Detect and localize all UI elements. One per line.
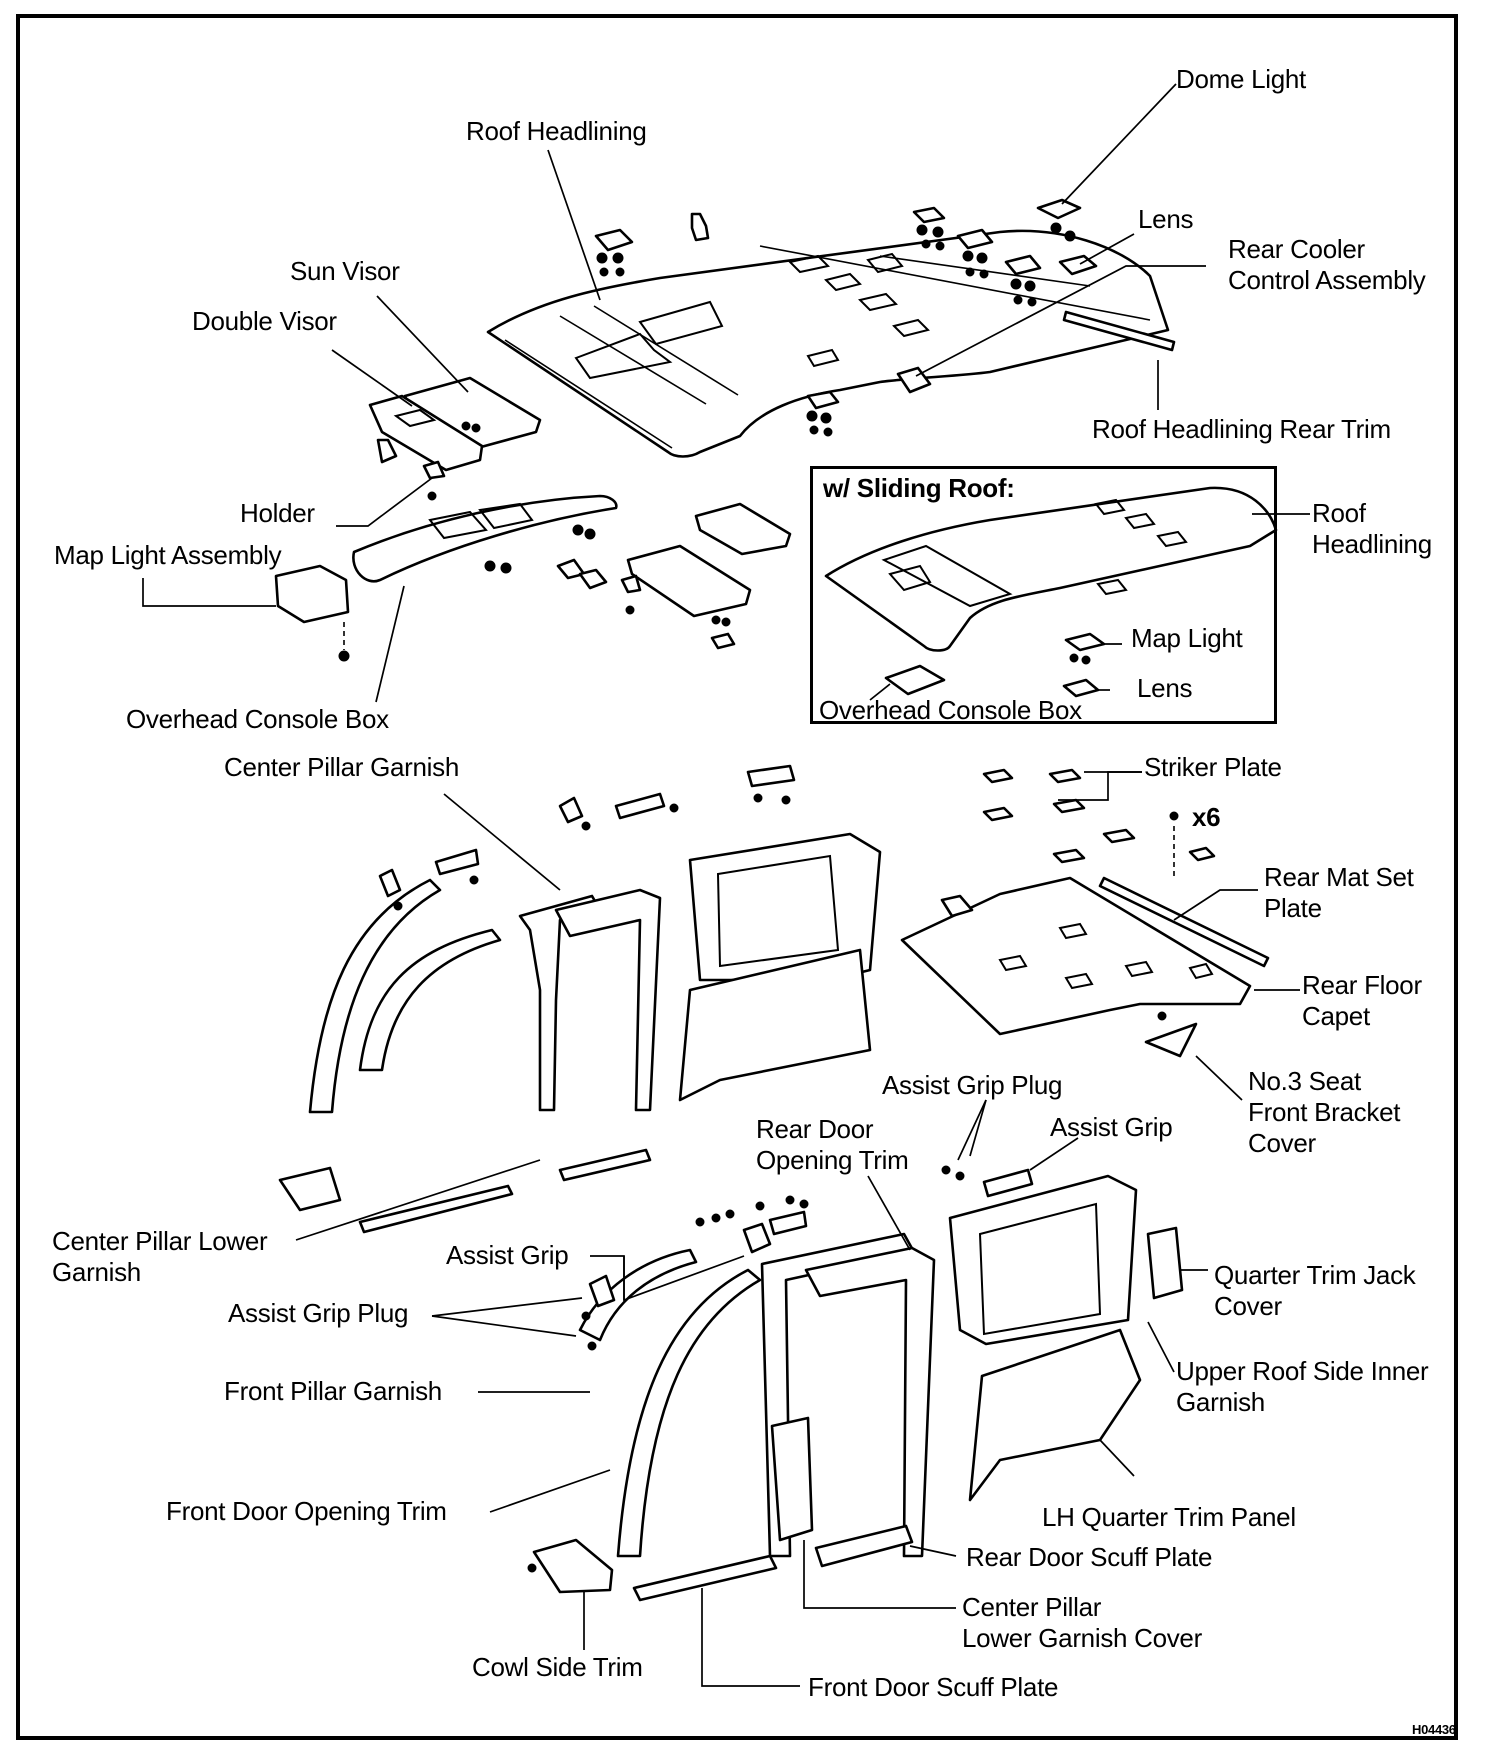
rear-scuff-upper-part <box>558 1148 652 1182</box>
rear-cooler-control-part <box>896 366 932 394</box>
label-overhead-console-box: Overhead Console Box <box>126 704 389 734</box>
label-front-door-scuff-plate: Front Door Scuff Plate <box>808 1672 1059 1702</box>
label-rear-mat-line2: Plate <box>1264 893 1322 923</box>
roof-fastener-group <box>594 198 1176 437</box>
label-ursig-line2: Garnish <box>1176 1387 1265 1417</box>
holder-part <box>422 460 446 480</box>
roof-rear-trim-part <box>1062 310 1176 352</box>
label-ursig-line1: Upper Roof Side Inner <box>1176 1356 1429 1386</box>
label-lh-quarter-trim-panel: LH Quarter Trim Panel <box>1042 1502 1296 1532</box>
rear-quarter-lower-part <box>678 948 872 1102</box>
upper-roof-side-inner-garnish-part <box>948 1174 1138 1346</box>
label-assist-grip-upper: Assist Grip <box>1050 1112 1173 1142</box>
label-cplg-line1: Center Pillar Lower <box>52 1226 268 1256</box>
inset-label-overhead-console-box: Overhead Console Box <box>819 695 1082 725</box>
label-assist-grip-plug-upper: Assist Grip Plug <box>882 1070 1063 1100</box>
label-qtjc-line2: Cover <box>1214 1291 1282 1321</box>
right-sun-visor-part <box>626 544 752 618</box>
label-no3-line2: Front Bracket <box>1248 1097 1401 1127</box>
label-roof-headlining-rear-trim: Roof Headlining Rear Trim <box>1092 414 1391 444</box>
map-light-assembly-part <box>274 564 350 624</box>
label-cplgc-line1: Center Pillar <box>962 1592 1102 1622</box>
label-striker-plate: Striker Plate <box>1144 752 1282 782</box>
visor-console-group <box>274 376 792 662</box>
diagram-frame <box>16 14 1458 1740</box>
label-rear-cooler-control-assembly: Rear Cooler Control Assembly <box>1228 234 1426 296</box>
label-quarter-trim-jack-cover: Quarter Trim Jack Cover <box>1214 1260 1416 1322</box>
lower-side-trim-drawing <box>527 1165 1184 1602</box>
label-assist-grip-plug-lower: Assist Grip Plug <box>228 1298 409 1328</box>
rear-door-opening-trim-part <box>804 1246 936 1558</box>
rear-door-scuff-plate-part <box>814 1524 914 1568</box>
front-scuff-upper-part <box>358 1184 514 1234</box>
label-sun-visor: Sun Visor <box>290 256 400 286</box>
label-rear-mat-set-plate: Rear Mat Set Plate <box>1264 862 1414 924</box>
label-roof-headlining: Roof Headlining <box>466 116 647 146</box>
dome-light-part <box>1036 198 1082 220</box>
rear-floor-carpet-part <box>900 876 1252 1036</box>
label-rear-door-line1: Rear Door <box>756 1114 874 1144</box>
label-double-visor: Double Visor <box>192 306 337 336</box>
inset-title: w/ Sliding Roof: <box>823 473 1015 503</box>
label-no3-line1: No.3 Seat <box>1248 1066 1361 1096</box>
quarter-trim-jack-cover-part <box>1146 1226 1184 1300</box>
label-rear-floor-line1: Rear Floor <box>1302 970 1422 1000</box>
label-qtjc-line1: Quarter Trim Jack <box>1214 1260 1416 1290</box>
label-rear-door-opening-trim: Rear Door Opening Trim <box>756 1114 909 1176</box>
cowl-trim-upper-part <box>278 1166 342 1212</box>
middle-side-trim-drawing <box>278 764 882 1234</box>
label-assist-grip-lower: Assist Grip <box>446 1240 569 1270</box>
center-pillar-lower-garnish-cover-part <box>770 1416 814 1542</box>
label-clip-quantity: x6 <box>1192 802 1221 832</box>
label-rear-cooler-line1: Rear Cooler <box>1228 234 1365 264</box>
inset-label-lens: Lens <box>1137 673 1193 703</box>
front-door-opening-trim-part <box>616 1268 762 1558</box>
roof-headlining-part <box>486 229 1170 458</box>
inset-label-roof-headlining-line1: Roof <box>1312 498 1366 528</box>
sliding-roof-inset: w/ Sliding Roof: Map Light Lens Overhead… <box>810 466 1277 725</box>
label-cplg-line2: Garnish <box>52 1257 141 1287</box>
label-front-pillar-garnish: Front Pillar Garnish <box>224 1376 442 1406</box>
label-rear-floor-capet: Rear Floor Capet <box>1302 970 1422 1032</box>
label-rear-door-line2: Opening Trim <box>756 1145 909 1175</box>
label-cplgc-line2: Lower Garnish Cover <box>962 1623 1202 1653</box>
label-rear-floor-line2: Capet <box>1302 1001 1370 1031</box>
inset-label-map-light: Map Light <box>1131 623 1243 653</box>
leader-lines <box>142 83 1310 1687</box>
no3-seat-bracket-cover-part <box>1144 1022 1198 1058</box>
rear-mat-set-plate-part <box>1098 876 1270 968</box>
label-center-pillar-garnish: Center Pillar Garnish <box>224 752 460 782</box>
label-upper-roof-side-inner-garnish: Upper Roof Side Inner Garnish <box>1176 1356 1429 1418</box>
label-cowl-side-trim: Cowl Side Trim <box>472 1652 643 1682</box>
inset-label-roof-headlining: Roof Headlining <box>1312 498 1432 560</box>
label-dome-light: Dome Light <box>1176 64 1306 94</box>
front-door-scuff-plate-part <box>632 1554 778 1602</box>
front-door-opening-trim-upper <box>308 878 442 1114</box>
label-center-pillar-lower-garnish-cover: Center Pillar Lower Garnish Cover <box>962 1592 1202 1654</box>
lh-quarter-trim-panel-part <box>968 1328 1142 1502</box>
label-map-light-assembly: Map Light Assembly <box>54 540 282 570</box>
label-no3-line3: Cover <box>1248 1128 1316 1158</box>
label-lens: Lens <box>1138 204 1194 234</box>
inset-label-roof-headlining-line2: Headlining <box>1312 529 1432 559</box>
label-rear-cooler-line2: Control Assembly <box>1228 265 1426 295</box>
label-holder: Holder <box>240 498 315 528</box>
cowl-side-trim-part <box>532 1538 614 1594</box>
label-no3-seat-front-bracket-cover: No.3 Seat Front Bracket Cover <box>1248 1066 1400 1159</box>
label-rear-mat-line1: Rear Mat Set <box>1264 862 1414 892</box>
label-center-pillar-lower-garnish: Center Pillar Lower Garnish <box>52 1226 268 1288</box>
label-rear-door-scuff-plate: Rear Door Scuff Plate <box>966 1542 1213 1572</box>
label-front-door-opening-trim: Front Door Opening Trim <box>166 1496 447 1526</box>
figure-code: H04436 <box>1412 1722 1456 1737</box>
rear-floor-drawing <box>900 768 1270 1058</box>
